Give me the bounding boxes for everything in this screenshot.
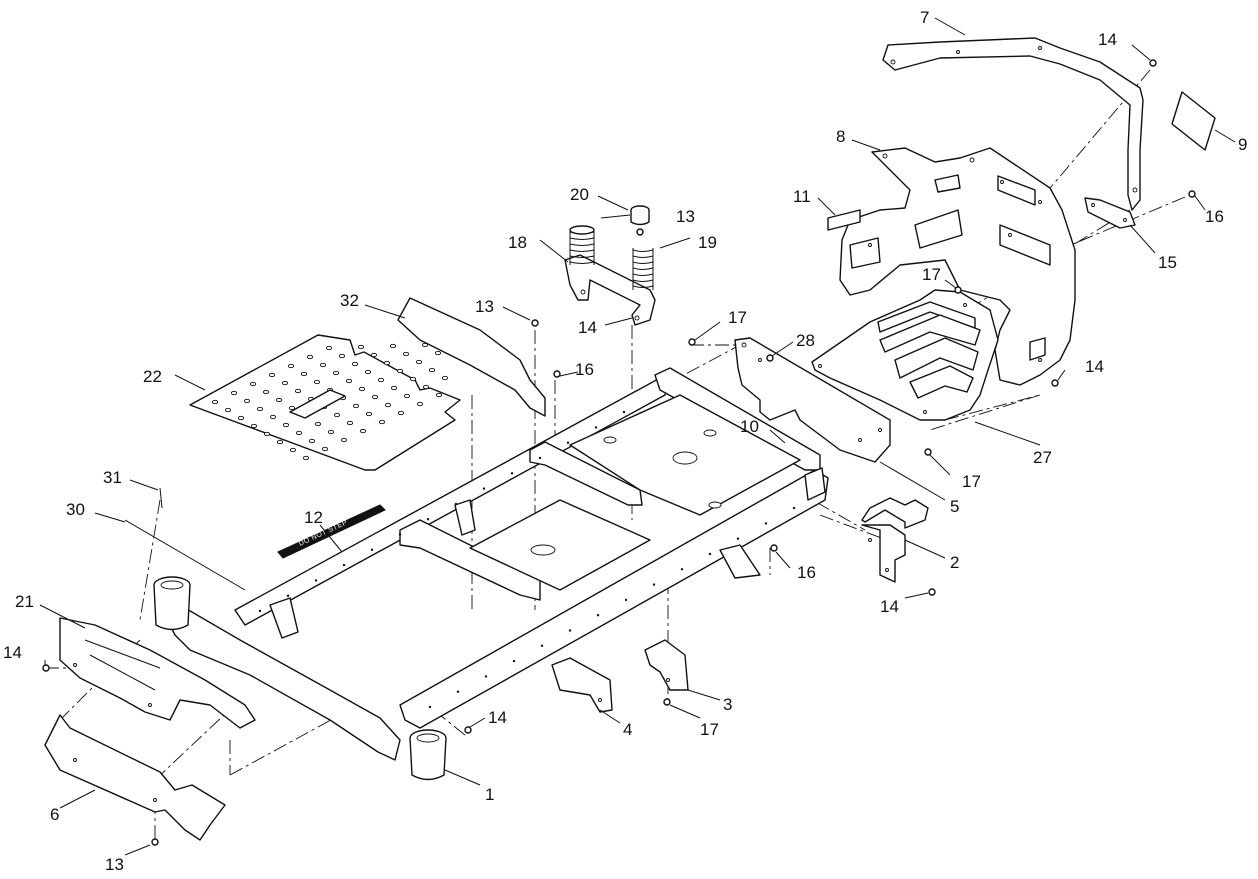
callout-9: 9: [1238, 135, 1247, 154]
callout-13-frame: 13: [475, 297, 494, 316]
callout-10: 10: [740, 417, 759, 436]
callout-16-frame: 16: [575, 360, 594, 379]
callout-7: 7: [920, 8, 929, 27]
part-7-upper-rail: [882, 37, 1144, 211]
part-2-side-bracket: [861, 497, 929, 583]
callout-28: 28: [796, 331, 815, 350]
callout-14-spring: 14: [578, 318, 597, 337]
hardware: [42, 59, 1196, 846]
callout-15: 15: [1158, 253, 1177, 272]
callout-20: 20: [570, 185, 589, 204]
callout-27: 27: [1033, 448, 1052, 467]
callout-1: 1: [485, 785, 494, 804]
callout-17-bracket: 17: [728, 308, 747, 327]
callout-4: 4: [623, 720, 632, 739]
part-8-rear-panel: [839, 147, 1076, 386]
callout-8: 8: [836, 127, 845, 146]
part-15-bracket: [1084, 197, 1136, 229]
part-32-shield: [397, 297, 546, 417]
part-9-decal: [1171, 91, 1216, 151]
callout-19: 19: [698, 233, 717, 252]
part-31-pin: [159, 487, 163, 509]
callout-17-bottom: 17: [700, 720, 719, 739]
part-18-spring-bracket: [564, 254, 656, 326]
callout-14-frame: 14: [488, 708, 507, 727]
callout-5: 5: [950, 497, 959, 516]
part-20-cap: [630, 205, 650, 226]
spring-left: [569, 225, 595, 265]
callout-14-front: 14: [3, 643, 22, 662]
part-27-seat-pan: [811, 289, 999, 421]
part-21-front-bracket: [59, 617, 256, 729]
callout-16-side: 16: [797, 563, 816, 582]
part-5-seat-bracket: [734, 337, 891, 463]
part-3-bracket: [644, 639, 689, 691]
leader-lines: [39, 17, 1236, 856]
callout-6: 6: [50, 805, 59, 824]
callout-16-rail: 16: [1205, 207, 1224, 226]
callout-18: 18: [508, 233, 527, 252]
part-19-spring: [632, 248, 654, 290]
callout-13-spring: 13: [676, 207, 695, 226]
part-6-front-shield: [44, 714, 226, 841]
part-4-bracket: [551, 657, 613, 713]
callout-2: 2: [950, 553, 959, 572]
callout-14-side: 14: [880, 597, 899, 616]
callout-21: 21: [15, 592, 34, 611]
part-30-rod: [124, 519, 246, 591]
part-11-decal: [827, 209, 861, 231]
callout-11: 11: [793, 187, 811, 206]
callout-3: 3: [723, 695, 732, 714]
callout-17-lower: 17: [962, 472, 981, 491]
callout-14-panel: 14: [1085, 357, 1104, 376]
callout-12: 12: [304, 508, 323, 527]
callout-22: 22: [143, 367, 162, 386]
callout-32: 32: [340, 291, 359, 310]
callout-31: 31: [103, 468, 122, 487]
callout-30: 30: [66, 500, 85, 519]
callout-labels: 1 2 3 4 5 6 7 8 9 10 11 12 13 13 13 14 1…: [3, 8, 1247, 874]
part-22-floor-plate: [189, 334, 461, 471]
callout-14-rail: 14: [1098, 30, 1117, 49]
callout-13-shield: 13: [105, 855, 124, 874]
callout-17-pan: 17: [922, 265, 941, 284]
part-1-main-frame: [153, 367, 829, 781]
